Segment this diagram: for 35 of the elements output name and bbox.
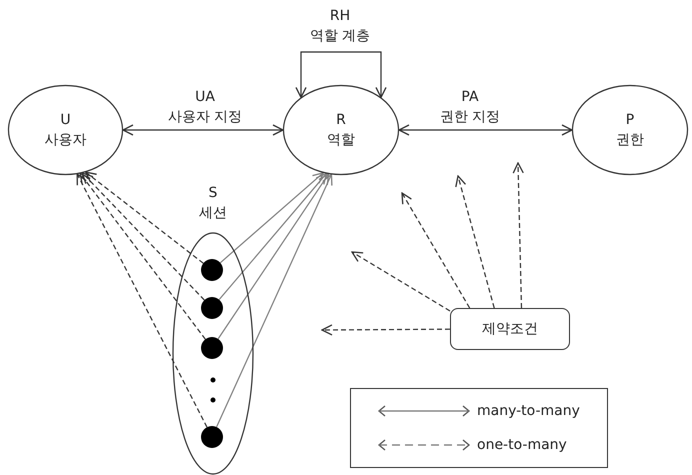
node-label: 사용자 [44,131,88,150]
arrow [321,324,450,336]
arrow [351,251,450,312]
entity-ellipse [572,85,688,175]
symbol-label: U [59,111,72,130]
legend-label: one-to-many [477,436,567,455]
session-dot [201,426,223,448]
arrow [512,162,524,308]
arrow [295,51,387,98]
session-dot [201,337,223,359]
constraint-box [450,308,570,350]
arrow [218,173,330,340]
symbol-label: S [208,184,218,203]
arrow [398,124,573,136]
entity-ellipse [8,85,123,175]
arrow [85,172,204,264]
session-dot [201,297,223,319]
symbol-label: R [335,111,347,130]
node-label: 제약조건 [481,320,539,339]
arrow [80,172,206,340]
arrow [220,172,324,264]
arrow [455,175,495,308]
arrow [82,172,205,300]
node-label: 역할 [326,131,356,150]
arrow [218,172,328,300]
arrow [76,173,208,428]
session-dot [201,259,223,281]
node-label: 세션 [198,204,228,223]
node-label: 권한 [615,131,645,150]
arrow [216,174,333,428]
legend-label: many-to-many [477,402,580,421]
arrow [122,124,284,136]
arrow [401,192,470,308]
symbol-label: P [624,111,636,130]
entity-ellipse [283,85,399,175]
